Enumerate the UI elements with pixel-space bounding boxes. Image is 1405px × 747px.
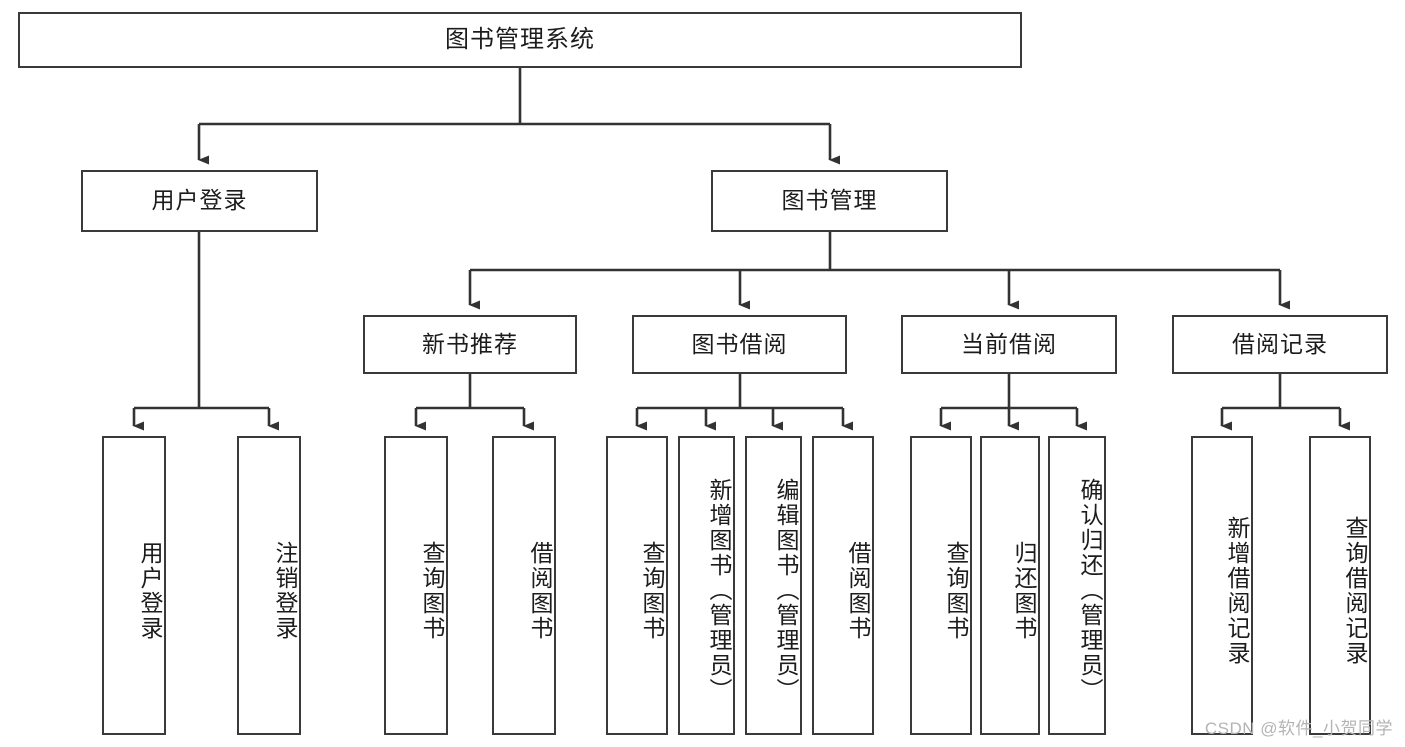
node-new-book-recommend[interactable]: 新书推荐	[363, 315, 577, 374]
leaf-label: 归还图书	[1011, 540, 1037, 641]
leaf-logout[interactable]: 注销登录	[237, 436, 301, 735]
node-current-borrow[interactable]: 当前借阅	[901, 315, 1117, 374]
node-book-management[interactable]: 图书管理	[711, 170, 948, 232]
leaf-label: 用户登录	[137, 540, 163, 641]
leaf-borrow-book[interactable]: 借阅图书	[812, 436, 874, 735]
leaf-query-borrow-record[interactable]: 查询借阅记录	[1309, 436, 1371, 735]
leaf-label: 查询图书	[419, 540, 445, 641]
leaf-label: 确认归还（管理员）	[1077, 478, 1103, 703]
node-root-system[interactable]: 图书管理系统	[18, 12, 1022, 68]
node-book-borrow[interactable]: 图书借阅	[632, 315, 847, 374]
leaf-query-book-borrow[interactable]: 查询图书	[606, 436, 668, 735]
leaf-label: 查询图书	[943, 540, 969, 641]
leaf-label: 注销登录	[272, 540, 298, 641]
leaf-query-book-current[interactable]: 查询图书	[910, 436, 972, 735]
leaf-label: 查询图书	[639, 540, 665, 641]
leaf-label: 新增借阅记录	[1224, 515, 1250, 666]
leaf-borrow-book-recommend[interactable]: 借阅图书	[492, 436, 556, 735]
node-borrow-records[interactable]: 借阅记录	[1172, 315, 1388, 374]
csdn-watermark: CSDN @软件_小贺同学	[1204, 719, 1393, 738]
leaf-edit-book-admin[interactable]: 编辑图书（管理员）	[745, 436, 802, 735]
leaf-label: 编辑图书（管理员）	[773, 478, 799, 703]
node-user-login[interactable]: 用户登录	[81, 170, 318, 232]
leaf-confirm-return-admin[interactable]: 确认归还（管理员）	[1048, 436, 1106, 735]
leaf-label: 查询借阅记录	[1342, 515, 1368, 666]
leaf-add-book-admin[interactable]: 新增图书（管理员）	[678, 436, 735, 735]
leaf-label: 借阅图书	[845, 540, 871, 641]
leaf-add-borrow-record[interactable]: 新增借阅记录	[1191, 436, 1253, 735]
leaf-query-book-recommend[interactable]: 查询图书	[384, 436, 448, 735]
leaf-label: 借阅图书	[527, 540, 553, 641]
leaf-label: 新增图书（管理员）	[706, 478, 732, 703]
leaf-user-login[interactable]: 用户登录	[102, 436, 166, 735]
leaf-return-book[interactable]: 归还图书	[980, 436, 1040, 735]
